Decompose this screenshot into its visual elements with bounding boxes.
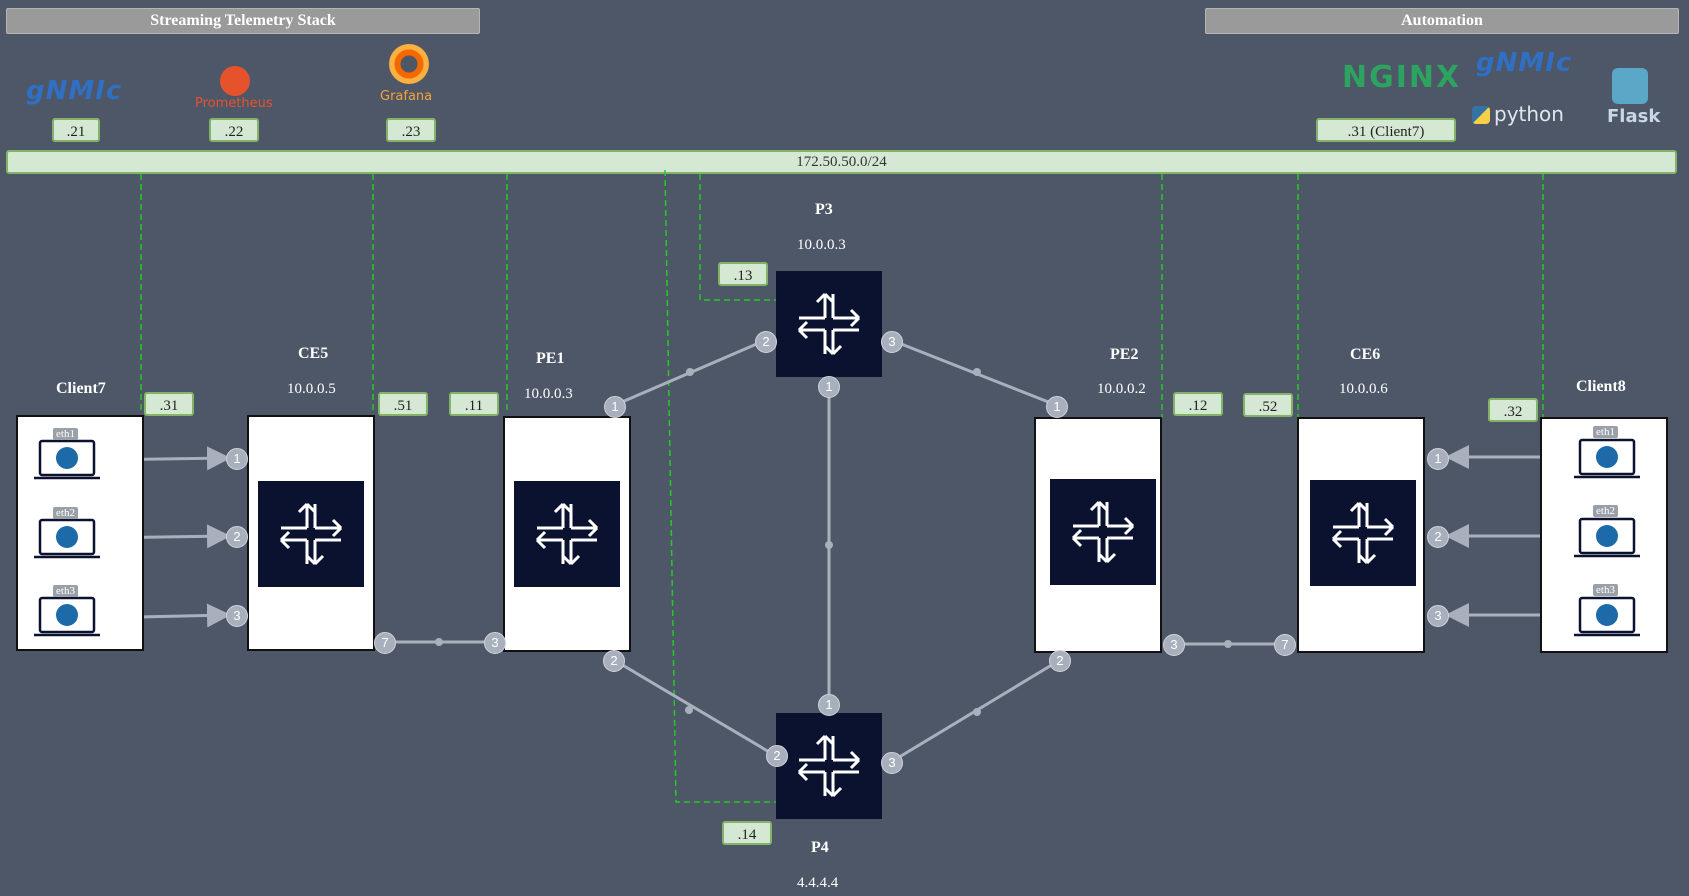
automation-ip-tag: .31 (Client7) (1316, 118, 1456, 142)
ce5-name: CE5 (298, 345, 329, 362)
ce5-port-1: 1 (226, 448, 248, 470)
pe2-name: PE2 (1110, 346, 1139, 363)
ce6-router-icon (1310, 480, 1416, 586)
client8-name: Client8 (1576, 378, 1626, 395)
flask-icon (1612, 68, 1648, 104)
p3-router-icon (776, 271, 882, 377)
pe2-port-2: 2 (1049, 650, 1071, 672)
gnmic-logo-right: gNMIc (1476, 48, 1573, 78)
pe1-ip: 10.0.0.3 (524, 386, 573, 402)
grafana-ip-tag: .23 (386, 118, 436, 142)
pe2-ip: 10.0.0.2 (1097, 381, 1146, 397)
grafana-logo: Grafana (380, 89, 433, 104)
pe1-name: PE1 (536, 350, 565, 367)
pe1-port-2: 2 (603, 650, 625, 672)
ce5-ip-tag: .51 (378, 392, 428, 416)
ce6-ip-tag: .52 (1243, 393, 1293, 417)
p4-port-1: 1 (818, 694, 840, 716)
p3-port-2: 2 (755, 331, 777, 353)
python-logo: python (1494, 102, 1564, 126)
automation-header: Automation (1205, 8, 1679, 34)
pe1-port-1: 1 (604, 396, 626, 418)
management-subnet-bar: 172.50.50.0/24 (6, 150, 1677, 174)
prometheus-ip-tag: .22 (209, 118, 259, 142)
prometheus-logo: Prometheus (195, 96, 273, 111)
client8-eth2-label: eth2 (1593, 505, 1618, 517)
p4-port-2: 2 (766, 745, 788, 767)
gnmic-ip-tag: .21 (52, 118, 100, 142)
link-midpoints (435, 368, 1232, 716)
prometheus-icon (220, 66, 250, 96)
client8-ip-tag: .32 (1488, 398, 1538, 422)
p3-port-1: 1 (818, 376, 840, 398)
client7-box[interactable] (16, 415, 144, 651)
telemetry-stack-header: Streaming Telemetry Stack (6, 8, 480, 34)
python-icon (1472, 106, 1490, 124)
nginx-logo: NGINX (1342, 60, 1462, 95)
client7-ip-tag: .31 (144, 392, 194, 416)
p4-port-3: 3 (881, 752, 903, 774)
p3-ip-tag: .13 (718, 262, 768, 286)
pe2-port-3: 3 (1163, 634, 1185, 656)
client8-eth3-label: eth3 (1593, 584, 1618, 596)
pe1-router-icon (514, 481, 620, 587)
p3-ip: 10.0.0.3 (797, 237, 846, 253)
p4-name: P4 (811, 839, 829, 856)
pe2-port-1: 1 (1046, 396, 1068, 418)
p4-ip: 4.4.4.4 (797, 875, 839, 891)
ce6-port-7: 7 (1274, 634, 1296, 656)
ce5-router-icon (258, 481, 364, 587)
ce6-name: CE6 (1350, 346, 1381, 363)
pe1-port-3: 3 (484, 632, 506, 654)
ce5-port-7: 7 (374, 632, 396, 654)
ce6-port-3: 3 (1427, 605, 1449, 627)
pe2-router-icon (1050, 479, 1156, 585)
grafana-icon (389, 44, 429, 84)
p4-ip-tag: .14 (722, 821, 772, 845)
flask-logo: Flask (1607, 106, 1661, 127)
client7-eth1-label: eth1 (53, 428, 78, 440)
pe2-ip-tag: .12 (1173, 392, 1223, 416)
client8-eth1-label: eth1 (1593, 426, 1618, 438)
ce6-port-1: 1 (1427, 448, 1449, 470)
ce6-port-2: 2 (1427, 526, 1449, 548)
client7-name: Client7 (56, 380, 106, 397)
gnmic-logo-left: gNMIc (26, 76, 123, 106)
client7-laptop-icons (34, 439, 100, 637)
ce6-ip: 10.0.0.6 (1339, 381, 1388, 397)
client8-laptop-icons (1574, 438, 1640, 637)
ce5-port-3: 3 (226, 605, 248, 627)
p3-name: P3 (815, 201, 833, 218)
p3-port-3: 3 (881, 331, 903, 353)
p4-router-icon (776, 713, 882, 819)
ce5-ip: 10.0.0.5 (287, 381, 336, 397)
pe1-ip-tag: .11 (449, 392, 499, 416)
client7-eth3-label: eth3 (53, 585, 78, 597)
client7-eth2-label: eth2 (53, 507, 78, 519)
ce5-port-2: 2 (226, 526, 248, 548)
